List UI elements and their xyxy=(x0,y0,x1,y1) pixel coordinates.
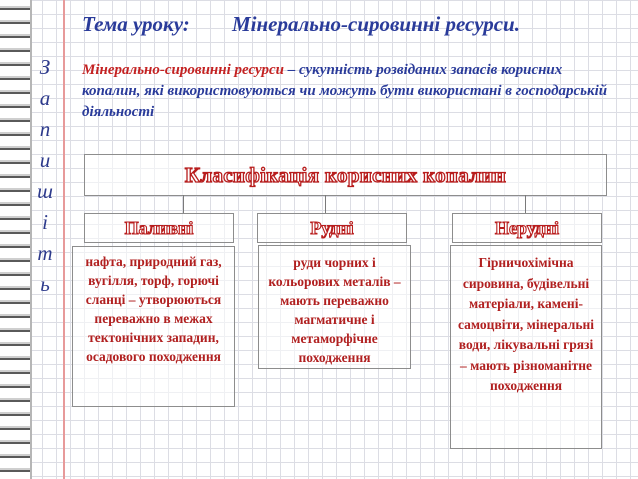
notebook-margin-line xyxy=(63,0,65,479)
definition-text: – сукупність розвіданих запасів корисних… xyxy=(82,62,608,120)
side-word-zapyshit: З а п и ш і т ь xyxy=(33,52,57,300)
category-description-nonmetallic: Гірничохімічна сировина, будівельні мате… xyxy=(450,245,602,449)
spiral-edge-line xyxy=(30,0,32,479)
notebook-spiral-binding xyxy=(0,0,30,479)
category-label-fuel: Паливні xyxy=(124,217,194,238)
category-box-ore: Рудні xyxy=(257,213,407,243)
side-letter: т xyxy=(37,241,53,265)
category-description-ore: руди чорних і кольорових металів – мають… xyxy=(258,245,411,369)
category-box-fuel: Паливні xyxy=(84,213,234,243)
classification-header-box: Класифікація корисних копалин xyxy=(84,154,607,196)
topic-title: Мінерально-сировинні ресурси. xyxy=(232,12,520,36)
side-letter: ш xyxy=(37,179,53,203)
category-label-nonmetallic: Нерудні xyxy=(494,217,560,238)
category-box-nonmetallic: Нерудні xyxy=(452,213,602,243)
category-label-ore: Рудні xyxy=(310,217,354,238)
side-letter: З xyxy=(39,55,51,79)
connector-line xyxy=(525,195,526,213)
side-letter: а xyxy=(39,86,51,110)
connector-line xyxy=(325,195,326,213)
connector-line xyxy=(183,195,184,213)
topic-label: Тема уроку: xyxy=(82,12,190,36)
definition-paragraph: Мінерально-сировинні ресурси – сукупніст… xyxy=(82,60,622,123)
side-letter: ь xyxy=(40,272,50,296)
side-letter: и xyxy=(39,148,51,172)
definition-term: Мінерально-сировинні ресурси xyxy=(82,62,284,78)
category-description-fuel: нафта, природний газ, вугілля, торф, гор… xyxy=(72,246,235,407)
classification-title: Класифікація корисних копалин xyxy=(184,162,507,187)
side-letter: і xyxy=(42,210,48,234)
side-letter: п xyxy=(39,117,51,141)
